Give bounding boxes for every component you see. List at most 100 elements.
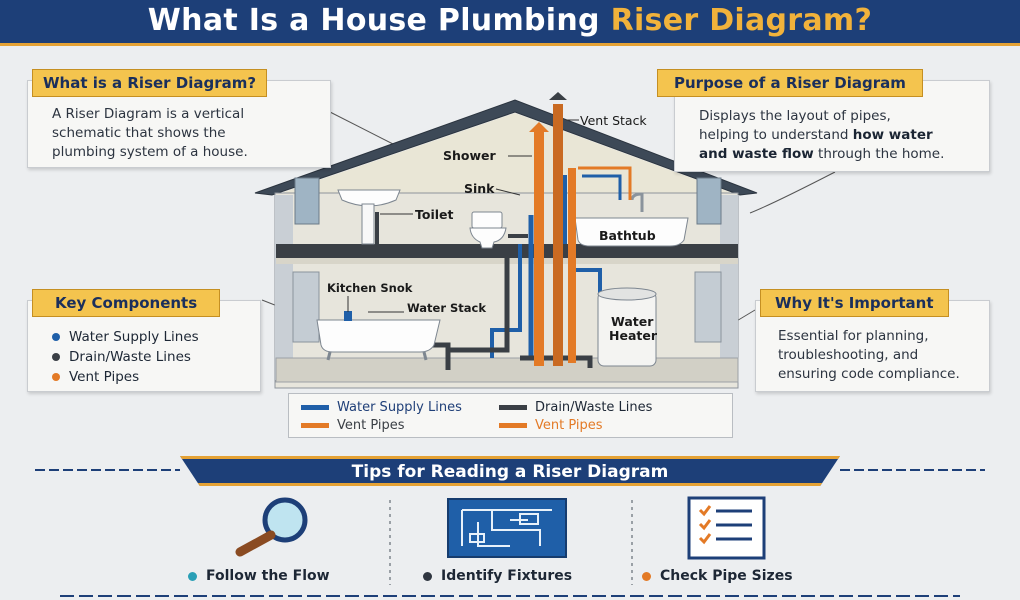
attic-wall — [275, 113, 738, 195]
label-kitchen-sink: Kitchen Snok — [327, 281, 413, 295]
purpose-callout: Purpose of a Riser Diagram Displays the … — [657, 69, 990, 172]
why-title: Why It's Important — [760, 289, 949, 317]
vent-stack-tall-cap — [549, 92, 567, 100]
key-components-callout: Key Components Water Supply Lines Drain/… — [27, 289, 261, 392]
label-toilet: Toilet — [415, 207, 454, 222]
what-is-line: schematic that shows the — [52, 125, 226, 141]
roof — [254, 99, 758, 196]
right-siding — [720, 195, 738, 380]
purpose-body: Displays the layout of pipes, helping to… — [699, 107, 944, 164]
key-item-drain: Drain/Waste Lines — [52, 347, 199, 367]
label-shower: Shower — [443, 148, 497, 163]
vent-stack-tall — [553, 104, 563, 366]
key-item-label: Drain/Waste Lines — [69, 349, 191, 365]
bathtub-faucet — [630, 192, 644, 212]
what-is-body: A Riser Diagram is a vertical schematic … — [52, 105, 248, 162]
vent-dot-icon — [52, 373, 60, 381]
tip-follow-flow: Follow the Flow — [188, 568, 330, 584]
label-bathtub: Bathtub — [599, 228, 656, 243]
orange-dot-icon — [642, 571, 651, 581]
legend-swatch — [499, 405, 527, 410]
what-is-line: A Riser Diagram is a vertical — [52, 106, 245, 122]
drain-main — [448, 250, 510, 353]
checklist-icon — [687, 496, 766, 560]
window-left — [294, 177, 320, 225]
legend-label: Vent Pipes — [535, 418, 603, 433]
lower-floor — [275, 357, 739, 383]
why-body: Essential for planning, troubleshooting,… — [778, 327, 960, 384]
why-line: Essential for planning, — [778, 328, 929, 344]
purpose-bold: and waste flow — [699, 146, 814, 162]
vent-branch — [568, 168, 576, 363]
toilet-bowl — [469, 227, 507, 249]
label-water-stack: Water Stack — [407, 301, 486, 315]
what-is-connector — [329, 111, 396, 146]
bathtub-shape — [574, 217, 689, 247]
purpose-line-2: helping to understand how water — [699, 126, 944, 145]
legend-label: Drain/Waste Lines — [535, 400, 653, 415]
title-accent: Riser Diagram? — [610, 3, 873, 38]
vent-stack-cap — [529, 122, 549, 132]
purpose-line-3: and waste flow through the home. — [699, 145, 944, 164]
purpose-title: Purpose of a Riser Diagram — [657, 69, 923, 97]
what-is-line: plumbing system of a house. — [52, 144, 248, 160]
legend-swatch — [499, 423, 527, 428]
drain-dot-icon — [52, 353, 60, 361]
title-banner: What Is a House Plumbing Riser Diagram? — [0, 0, 1020, 46]
left-siding — [275, 195, 293, 380]
label-sink: Sink — [464, 181, 495, 196]
legend-item-vent: Vent Pipes — [301, 418, 405, 433]
kitchen-leg-2 — [422, 351, 428, 361]
why-line: troubleshooting, and — [778, 347, 919, 363]
legend-swatch — [301, 423, 329, 428]
legend-label: Vent Pipes — [337, 418, 405, 433]
why-line: ensuring code compliance. — [778, 366, 960, 382]
tip-label: Identify Fixtures — [441, 568, 573, 584]
magnifier-icon — [235, 497, 308, 557]
purpose-bold: how water — [852, 127, 933, 143]
shower-riser — [578, 166, 632, 200]
blueprint-icon — [447, 498, 567, 558]
label-vent-stack: Vent Stack — [580, 113, 647, 128]
label-water-heater-1: Water — [611, 314, 654, 329]
key-components-list: Water Supply Lines Drain/Waste Lines Ven… — [52, 327, 199, 387]
legend-swatch — [301, 405, 329, 410]
water-heater-top — [597, 287, 657, 301]
key-item-label: Water Supply Lines — [69, 329, 199, 345]
legend-label: Water Supply Lines — [337, 400, 462, 415]
window-left-lower — [292, 271, 320, 343]
key-item-water: Water Supply Lines — [52, 327, 199, 347]
kitchen-leg-1 — [326, 351, 332, 361]
purpose-line-1: Displays the layout of pipes, — [699, 108, 891, 124]
legend-item-drain: Drain/Waste Lines — [499, 400, 652, 415]
why-callout: Why It's Important Essential for plannin… — [755, 289, 990, 392]
what-is-callout: What is a Riser Diagram? A Riser Diagram… — [27, 69, 331, 168]
tip-label: Check Pipe Sizes — [660, 568, 793, 584]
pipe-legend: Water Supply Lines Drain/Waste Lines Ven… — [288, 393, 733, 438]
label-water-heater-2: Heater — [609, 328, 658, 343]
tip-label: Follow the Flow — [206, 568, 330, 584]
shower-supply — [582, 174, 622, 200]
key-item-label: Vent Pipes — [69, 369, 140, 385]
purpose-text: helping to understand — [699, 127, 853, 143]
key-item-vent: Vent Pipes — [52, 367, 199, 387]
tips-banner: Tips for Reading a Riser Diagram — [180, 456, 840, 486]
kitchen-sink-faucet — [344, 311, 352, 321]
key-components-title: Key Components — [32, 289, 221, 317]
leader-sink — [495, 188, 521, 196]
bath-sink-pedestal — [361, 203, 375, 245]
teal-dot-icon — [188, 571, 197, 581]
legend-item-vent-2: Vent Pipes — [499, 418, 603, 433]
dark-dot-icon — [423, 571, 432, 581]
window-right-lower — [694, 271, 722, 343]
tips-title: Tips for Reading a Riser Diagram — [351, 462, 669, 482]
vent-stack-pipe — [534, 130, 544, 366]
page-title: What Is a House Plumbing Riser Diagram? — [0, 3, 1020, 38]
legend-item-water: Water Supply Lines — [301, 400, 462, 415]
title-main: What Is a House Plumbing — [147, 3, 611, 38]
window-right — [696, 177, 722, 225]
tip-identify-fixtures: Identify Fixtures — [423, 568, 572, 584]
purpose-text: through the home. — [813, 146, 945, 162]
